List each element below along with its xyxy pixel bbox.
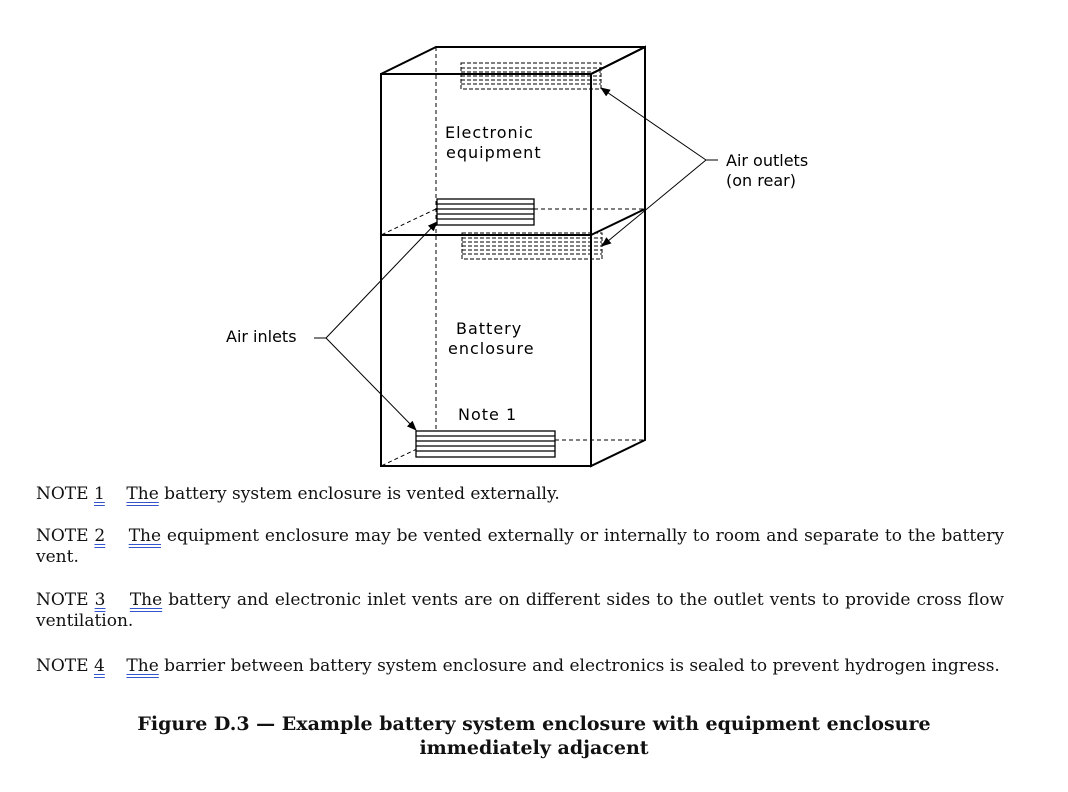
cabinet-outline (380, 45, 646, 468)
enclosure-diagram: Electronic equipment Air outlets (on rea… (226, 45, 808, 468)
air-inlet-lower (415, 430, 556, 458)
note-1: NOTE 1 The battery system enclosure is v… (36, 484, 1004, 505)
note-prefix: NOTE (36, 484, 94, 504)
note-the: The (126, 484, 159, 504)
note-the: The (128, 526, 162, 546)
air-inlet-upper (436, 198, 535, 226)
note-number: 4 (93, 656, 105, 676)
label-on-rear: (on rear) (726, 171, 796, 190)
air-outlet-bottom (461, 232, 603, 260)
note-4: NOTE 4 The barrier between battery syste… (36, 656, 1004, 677)
note-number: 1 (93, 484, 105, 504)
air-outlet-top (460, 62, 602, 90)
note-prefix: NOTE (36, 590, 95, 610)
note-number: 3 (94, 590, 106, 610)
note-text: equipment enclosure may be vented extern… (36, 526, 1004, 567)
label-electronic: Electronic (445, 123, 534, 142)
note-prefix: NOTE (36, 526, 95, 546)
note-text: battery system enclosure is vented exter… (158, 484, 560, 504)
label-air-inlets: Air inlets (226, 327, 297, 346)
label-air-outlets: Air outlets (726, 151, 808, 170)
label-enclosure: enclosure (448, 339, 535, 358)
note-text: battery and electronic inlet vents are o… (36, 590, 1005, 631)
note-2: NOTE 2 The equipment enclosure may be ve… (36, 526, 1004, 568)
note-prefix: NOTE (36, 656, 94, 676)
label-equipment: equipment (446, 143, 542, 162)
air-inlets-leaders (314, 221, 438, 431)
note-text: barrier between battery system enclosure… (158, 656, 1000, 676)
air-outlets-leaders (600, 87, 718, 247)
note-number: 2 (94, 526, 106, 546)
hidden-edges (380, 47, 645, 467)
note-3: NOTE 3 The battery and electronic inlet … (36, 590, 1004, 632)
caption-line-2: immediately adjacent (419, 737, 649, 759)
label-note-1-callout: Note 1 (458, 405, 517, 424)
label-battery: Battery (456, 319, 522, 338)
note-the: The (126, 656, 159, 676)
caption-line-1: Figure D.3 — Example battery system encl… (137, 713, 931, 735)
figure-caption: Figure D.3 — Example battery system encl… (0, 712, 1068, 760)
note-the: The (129, 590, 163, 610)
